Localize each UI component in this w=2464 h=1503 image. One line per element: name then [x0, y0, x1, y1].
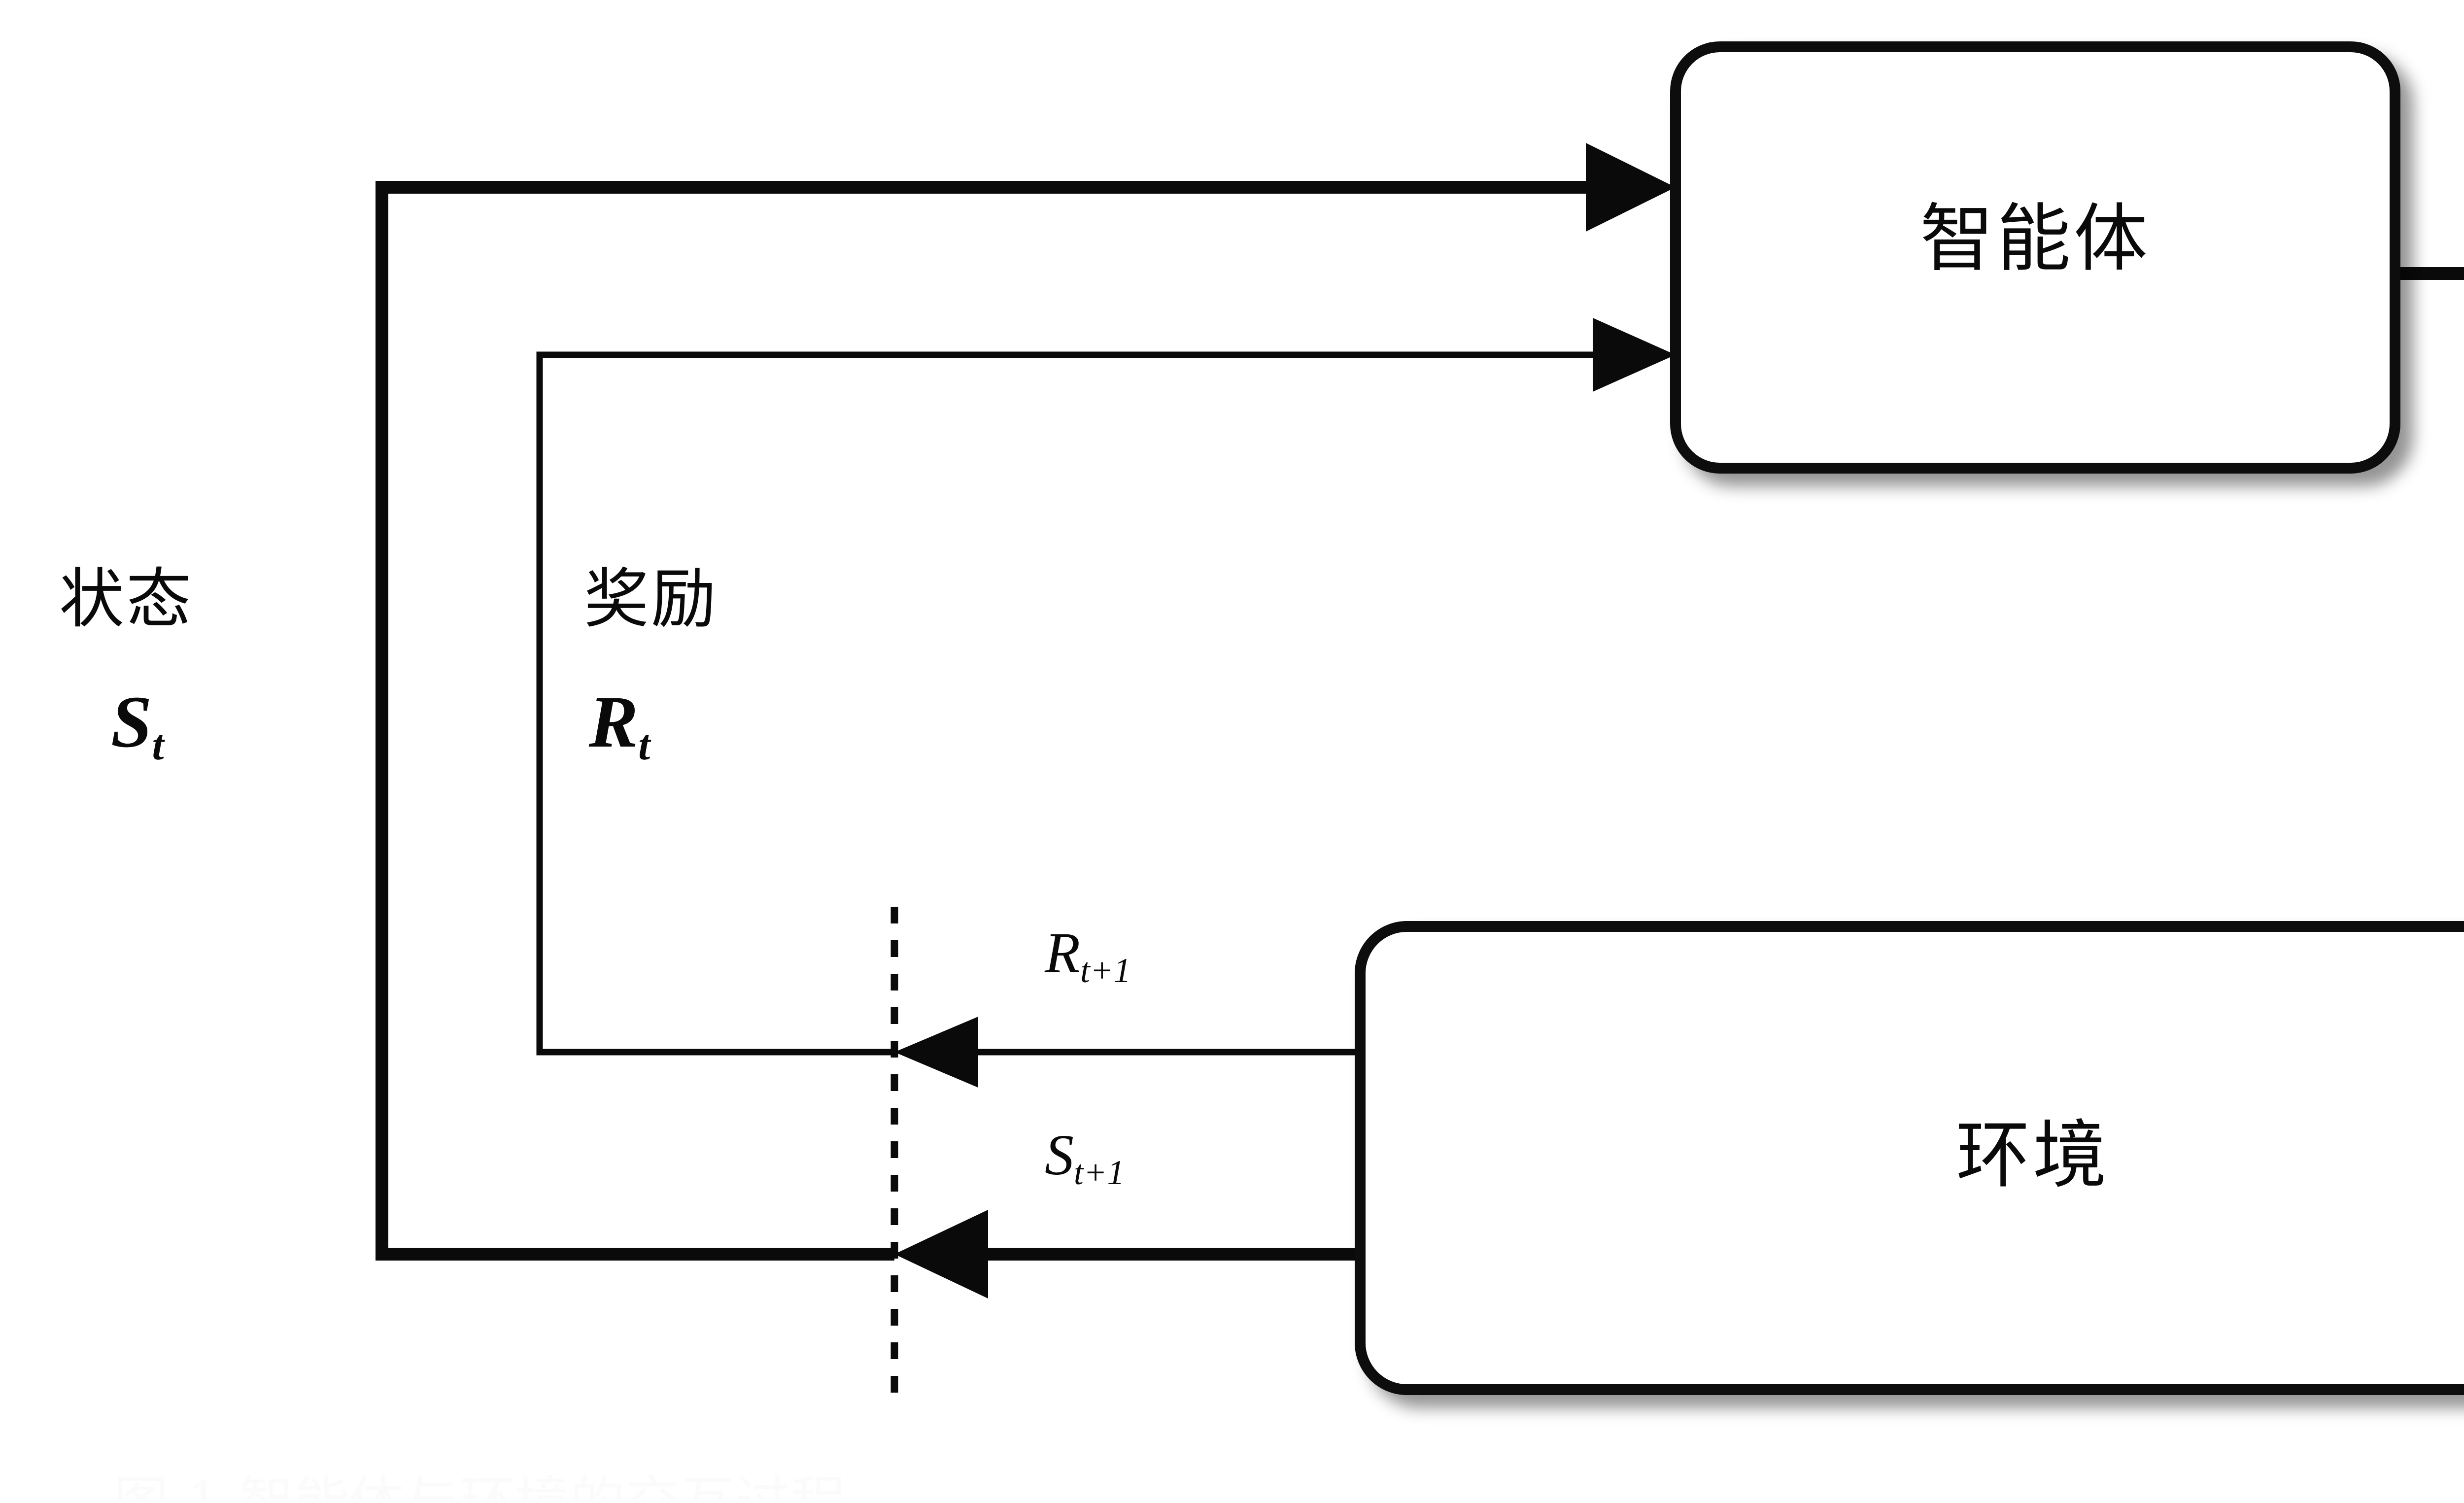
state-next-symbol-subscript: t+1 — [1074, 1153, 1125, 1192]
arrowhead-reward-into-agent — [1593, 318, 1676, 392]
reward-symbol-base: R — [589, 681, 639, 763]
arrowhead-reward-next — [894, 1017, 978, 1088]
environment-box — [1355, 921, 2464, 1395]
reward-symbol: Rt — [589, 685, 650, 766]
reward-next-symbol-subscript: t+1 — [1080, 951, 1131, 990]
reward-next-symbol: Rt+1 — [1045, 924, 1131, 989]
state-symbol: St — [111, 685, 164, 766]
agent-box-label: 智能体 — [1919, 196, 2151, 282]
figure-caption: 图 1 智能体与环境的交互过程 — [113, 1458, 846, 1500]
state-symbol-subscript: t — [152, 721, 164, 769]
edge-state-next-arrow — [894, 1210, 1360, 1298]
state-next-symbol-base: S — [1045, 1123, 1074, 1187]
reward-symbol-subscript: t — [638, 721, 650, 769]
edge-reward-next-arrow — [894, 1017, 1360, 1088]
arrowhead-state-next — [894, 1210, 988, 1298]
state-next-symbol: St+1 — [1045, 1126, 1125, 1191]
edge-state-path — [376, 143, 1676, 1261]
state-label-cn: 状态 — [59, 561, 193, 637]
reward-next-symbol-base: R — [1045, 921, 1081, 985]
state-symbol-base: S — [111, 681, 152, 763]
agent-box — [1670, 41, 2400, 474]
reward-label-cn: 奖励 — [584, 561, 718, 637]
edge-reward-path — [536, 318, 1676, 1056]
arrowhead-state-into-agent — [1586, 143, 1676, 232]
environment-box-label: 环境 — [1955, 1113, 2110, 1198]
